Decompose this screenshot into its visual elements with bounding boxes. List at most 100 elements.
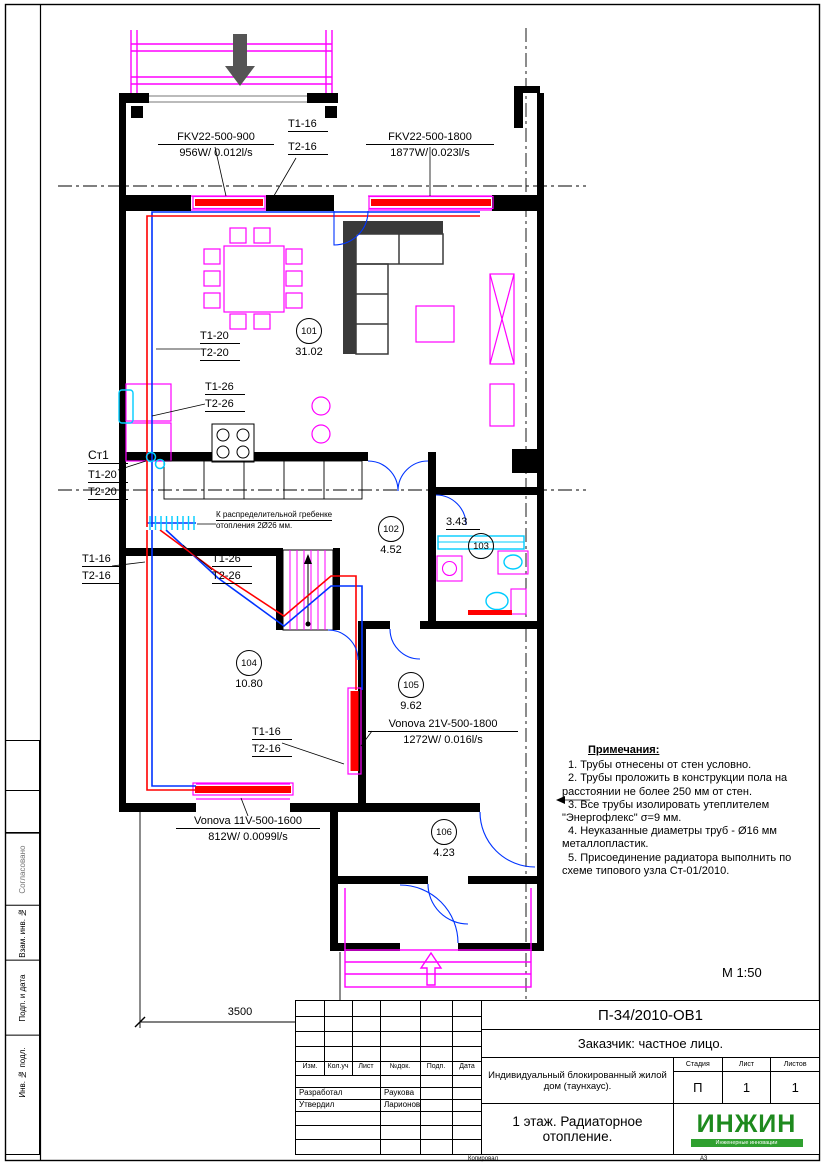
notes-title: Примечания: bbox=[588, 744, 660, 756]
margin-soglasovano: Согласовано bbox=[6, 832, 39, 906]
copied-label: Копировал bbox=[468, 1156, 499, 1162]
room-105-bubble: 105 bbox=[398, 672, 424, 698]
note-item-3: 3. Все трубы изолировать утеплителем "Эн… bbox=[562, 798, 770, 824]
manifold-symbol bbox=[149, 516, 195, 530]
room-101-bubble: 101 bbox=[296, 318, 322, 344]
project-name: Индивидуальный блокированный жилой дом (… bbox=[482, 1058, 674, 1103]
stage-value: П bbox=[674, 1072, 723, 1103]
radiator-flow-fkv1800: 1877W/ 0.023l/s bbox=[390, 147, 470, 159]
doors bbox=[327, 210, 536, 944]
note-item-2: 2. Трубы проложить в конструкции пола на… bbox=[562, 772, 788, 798]
margin-empty-3 bbox=[6, 1109, 39, 1154]
room-104-area: 10.80 bbox=[235, 678, 263, 690]
room-102-bubble: 102 bbox=[378, 516, 404, 542]
pipe-label-t1-16-left: T1-16 bbox=[82, 553, 122, 568]
sheet-frame bbox=[4, 3, 821, 1162]
radiator-label-fkv1800: FKV22-500-1800 bbox=[366, 131, 494, 146]
pipe-label-t2-20-riser: T2-20 bbox=[88, 486, 128, 501]
doc-number: П-34/2010-ОВ1 bbox=[482, 1001, 819, 1030]
pipe-label-t1-20: T1-20 bbox=[200, 330, 240, 345]
riser-symbol bbox=[145, 451, 166, 470]
pipe-label-t2-20: T2-20 bbox=[200, 347, 240, 362]
pipe-label-t1-16-top: T1-16 bbox=[288, 118, 328, 133]
notes-block: Примечания: 1. Трубы отнесены от стен ус… bbox=[562, 744, 802, 878]
radiator-label-fkv900: FKV22-500-900 bbox=[158, 131, 274, 146]
logo-text: ИНЖИН bbox=[696, 1109, 797, 1138]
margin-empty-1 bbox=[6, 741, 39, 791]
pipe-label-t2-26: T2-26 bbox=[205, 398, 245, 413]
furniture bbox=[118, 221, 515, 500]
pipe-label-t1-20-riser: T1-20 bbox=[88, 469, 128, 484]
col-koluch: Кол.уч bbox=[327, 1063, 349, 1070]
manifold-note: К распределительной гребенке отопления 2… bbox=[216, 510, 368, 532]
sheet-label: Лист bbox=[723, 1058, 772, 1071]
room-105-area: 9.62 bbox=[400, 700, 422, 712]
role-developed: Разработал bbox=[299, 1088, 343, 1097]
logo-subtitle: Инженерные инновации bbox=[690, 1138, 803, 1147]
col-podp: Подп. bbox=[426, 1063, 446, 1070]
pipe-label-t2-16-left: T2-16 bbox=[82, 570, 122, 585]
stamp-main: П-34/2010-ОВ1 Заказчик: частное лицо. Ин… bbox=[482, 1001, 819, 1154]
room-104-bubble: 104 bbox=[236, 650, 262, 676]
kitchen-sink-icon bbox=[118, 389, 134, 424]
pipe-label-t1-26: T1-26 bbox=[205, 381, 245, 396]
radiator-flow-vonova21: 1272W/ 0.016l/s bbox=[403, 734, 483, 746]
sheet-title: 1 этаж. Радиаторное отопление. bbox=[482, 1104, 674, 1154]
col-list: Лист bbox=[358, 1063, 374, 1070]
room-106-area: 4.23 bbox=[433, 847, 455, 859]
manifold-note-line1: К распределительной гребенке bbox=[216, 510, 333, 522]
leader-lines bbox=[111, 146, 590, 817]
room-103-bubble: 103 bbox=[468, 533, 494, 559]
margin-empty-2 bbox=[6, 791, 39, 833]
col-data: Дата bbox=[459, 1063, 475, 1070]
radiator-flow-fkv900: 956W/ 0.012l/s bbox=[179, 147, 253, 159]
note-item-5: 5. Присоединение радиатора выполнить по … bbox=[562, 851, 792, 877]
supply-pipe-t1 bbox=[146, 215, 480, 791]
pipes bbox=[145, 211, 480, 791]
name-developed: Раукова bbox=[384, 1088, 415, 1097]
radiator-label-vonova11: Vonova 11V-500-1600 bbox=[176, 815, 320, 830]
room-102-area: 4.52 bbox=[380, 544, 402, 556]
riser-label-st1: Ст1 bbox=[88, 448, 128, 465]
left-margin-column: Согласовано Взам. инв. № Подп. и дата Ин… bbox=[5, 740, 40, 1155]
dimension-3500 bbox=[134, 812, 346, 1028]
pipe-label-t2-16-top: T2-16 bbox=[288, 141, 328, 156]
format-label: А3 bbox=[700, 1156, 708, 1162]
sheets-label: Листов bbox=[783, 1061, 807, 1068]
sheet-value: 1 bbox=[723, 1072, 772, 1103]
axis-lines bbox=[58, 28, 586, 1000]
col-ndoc: №док. bbox=[389, 1063, 411, 1070]
porch bbox=[344, 888, 532, 988]
room-101-area: 31.02 bbox=[295, 346, 323, 358]
title-block: Изм. Кол.уч Лист №док. Подп. Дата Разраб… bbox=[295, 1000, 820, 1155]
stairs bbox=[282, 549, 334, 631]
pipe-label-t1-16-bottom: T1-16 bbox=[252, 726, 292, 741]
note-item-4: 4. Неуказанные диаметры труб - Ø16 мм ме… bbox=[562, 825, 777, 851]
col-izm: Изм. bbox=[302, 1063, 318, 1070]
scale-label: М 1:50 bbox=[722, 965, 762, 980]
terrace-structure bbox=[130, 30, 333, 95]
radiator-label-vonova21: Vonova 21V-500-1800 bbox=[368, 718, 518, 733]
margin-vzam-inv: Взам. инв. № bbox=[6, 905, 39, 960]
note-item-1: 1. Трубы отнесены от стен условно. bbox=[568, 759, 752, 772]
room-103-area: 3.43 bbox=[446, 516, 480, 531]
sheets-value: 1 bbox=[791, 1080, 799, 1095]
kitchen-counter bbox=[163, 460, 363, 500]
manifold-note-line2: отопления 2Ø26 мм. bbox=[216, 521, 293, 531]
role-approved: Утвердил bbox=[299, 1100, 335, 1109]
pipe-label-t1-26-mid: T1-26 bbox=[212, 553, 252, 568]
sofa bbox=[343, 221, 443, 354]
pipe-label-t2-26-mid: T2-26 bbox=[212, 570, 252, 585]
margin-podp-data: Подп. и дата bbox=[6, 959, 39, 1035]
dimension-value: 3500 bbox=[227, 1006, 253, 1018]
radiator-symbols bbox=[192, 195, 494, 796]
margin-inv-podl: Инв. № подл. bbox=[6, 1034, 39, 1110]
name-approved: Ларионов bbox=[384, 1100, 421, 1109]
radiator-flow-vonova11: 812W/ 0.0099l/s bbox=[208, 831, 288, 843]
company-logo: ИНЖИН Инженерные инновации bbox=[674, 1104, 819, 1154]
stove-icon bbox=[211, 423, 255, 463]
room-106-bubble: 106 bbox=[431, 819, 457, 845]
entry-arrow-top bbox=[225, 34, 255, 86]
